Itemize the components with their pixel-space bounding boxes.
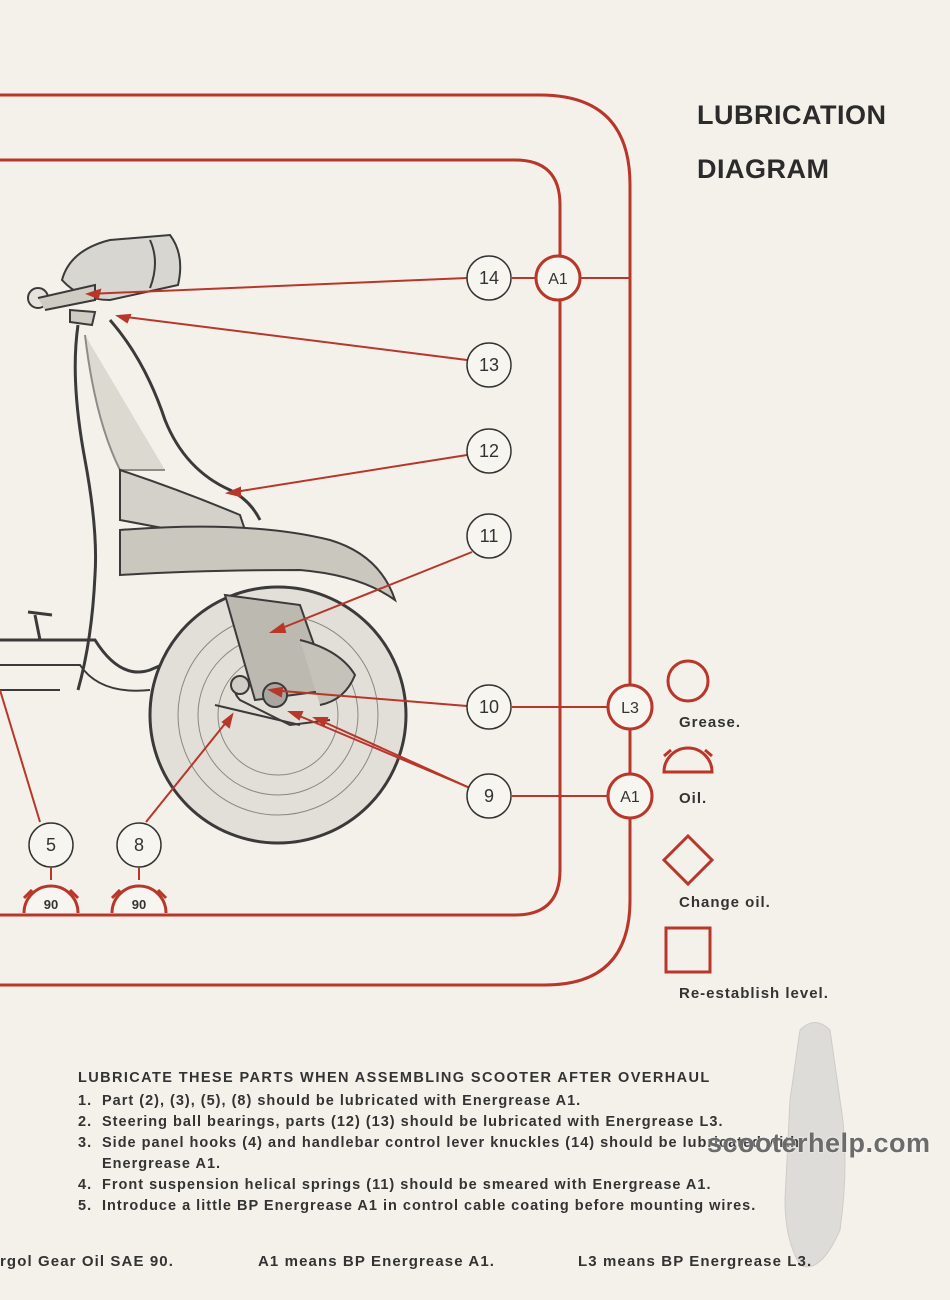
legend-grease-label: Grease. bbox=[679, 714, 742, 731]
title-line-1: LUBRICATION bbox=[697, 100, 887, 130]
inner-frame bbox=[0, 158, 562, 917]
grease-legend-icon bbox=[666, 659, 710, 703]
note-text: Front suspension helical springs (11) sh… bbox=[102, 1177, 712, 1193]
watermark-scooter-icon bbox=[784, 1022, 846, 1268]
svg-text:L3: L3 bbox=[621, 700, 639, 717]
svg-text:10: 10 bbox=[479, 697, 499, 717]
callout-12: 12 bbox=[466, 428, 512, 474]
note-text: Steering ball bearings, parts (12) (13) … bbox=[102, 1114, 724, 1130]
oil-symbol-5: 90 bbox=[22, 867, 80, 914]
change-oil-legend-icon bbox=[661, 833, 715, 887]
svg-text:11: 11 bbox=[480, 526, 499, 546]
footer-gear-oil: rgol Gear Oil SAE 90. bbox=[0, 1253, 174, 1270]
note-item: 2. Steering ball bearings, parts (12) (1… bbox=[78, 1112, 878, 1133]
callout-14: 14 bbox=[466, 255, 512, 301]
note-item: 4. Front suspension helical springs (11)… bbox=[78, 1175, 878, 1196]
callout-9: 9 bbox=[466, 773, 512, 819]
legend-oil-label: Oil. bbox=[679, 790, 708, 807]
leader-lines bbox=[0, 277, 652, 823]
note-item: 3. Side panel hooks (4) and handlebar co… bbox=[78, 1133, 878, 1175]
svg-text:5: 5 bbox=[46, 835, 56, 855]
code-l3: L3 bbox=[606, 683, 654, 731]
svg-text:A1: A1 bbox=[620, 789, 640, 806]
note-item: 5. Introduce a little BP Energrease A1 i… bbox=[78, 1196, 878, 1217]
note-text: Side panel hooks (4) and handlebar contr… bbox=[102, 1135, 800, 1172]
note-number: 2. bbox=[78, 1114, 93, 1130]
watermark-text: scooterhelp.com bbox=[707, 1128, 931, 1158]
note-number: 1. bbox=[78, 1093, 93, 1109]
oil-symbol-8: 90 bbox=[110, 867, 168, 914]
callout-11: 11 bbox=[466, 513, 512, 559]
svg-text:90: 90 bbox=[132, 897, 146, 912]
legend-reestablish-label: Re-establish level. bbox=[679, 985, 829, 1002]
callout-8: 8 bbox=[116, 822, 162, 868]
note-number: 4. bbox=[78, 1177, 93, 1193]
scooter-drawing bbox=[0, 233, 408, 845]
title-line-2: DIAGRAM bbox=[697, 154, 830, 184]
note-text: Part (2), (3), (5), (8) should be lubric… bbox=[102, 1093, 582, 1109]
code-a1-bottom: A1 bbox=[606, 772, 654, 820]
note-text: Introduce a little BP Energrease A1 in c… bbox=[102, 1198, 757, 1214]
callout-13: 13 bbox=[466, 342, 512, 388]
svg-text:8: 8 bbox=[134, 835, 144, 855]
legend-change-oil-label: Change oil. bbox=[679, 894, 771, 911]
reestablish-legend-icon bbox=[664, 926, 712, 974]
svg-text:14: 14 bbox=[479, 268, 499, 288]
oil-legend-icon bbox=[662, 746, 714, 774]
svg-text:90: 90 bbox=[44, 897, 58, 912]
svg-text:9: 9 bbox=[484, 786, 494, 806]
footer-legend: rgol Gear Oil SAE 90. A1 means BP Energr… bbox=[0, 1253, 950, 1277]
assembly-notes: LUBRICATE THESE PARTS WHEN ASSEMBLING SC… bbox=[78, 1068, 878, 1217]
svg-text:13: 13 bbox=[479, 355, 499, 375]
svg-text:12: 12 bbox=[479, 441, 499, 461]
code-a1-top: A1 bbox=[534, 254, 582, 302]
footer-l3-meaning: L3 means BP Energrease L3. bbox=[578, 1253, 813, 1270]
callout-10: 10 bbox=[466, 684, 512, 730]
note-item: 1. Part (2), (3), (5), (8) should be lub… bbox=[78, 1091, 878, 1112]
footer-a1-meaning: A1 means BP Energrease A1. bbox=[258, 1253, 496, 1270]
callout-5: 5 bbox=[28, 822, 74, 868]
outer-frame bbox=[0, 93, 632, 987]
note-number: 5. bbox=[78, 1198, 93, 1214]
notes-heading: LUBRICATE THESE PARTS WHEN ASSEMBLING SC… bbox=[78, 1070, 711, 1086]
svg-text:A1: A1 bbox=[548, 271, 568, 288]
note-number: 3. bbox=[78, 1135, 93, 1151]
